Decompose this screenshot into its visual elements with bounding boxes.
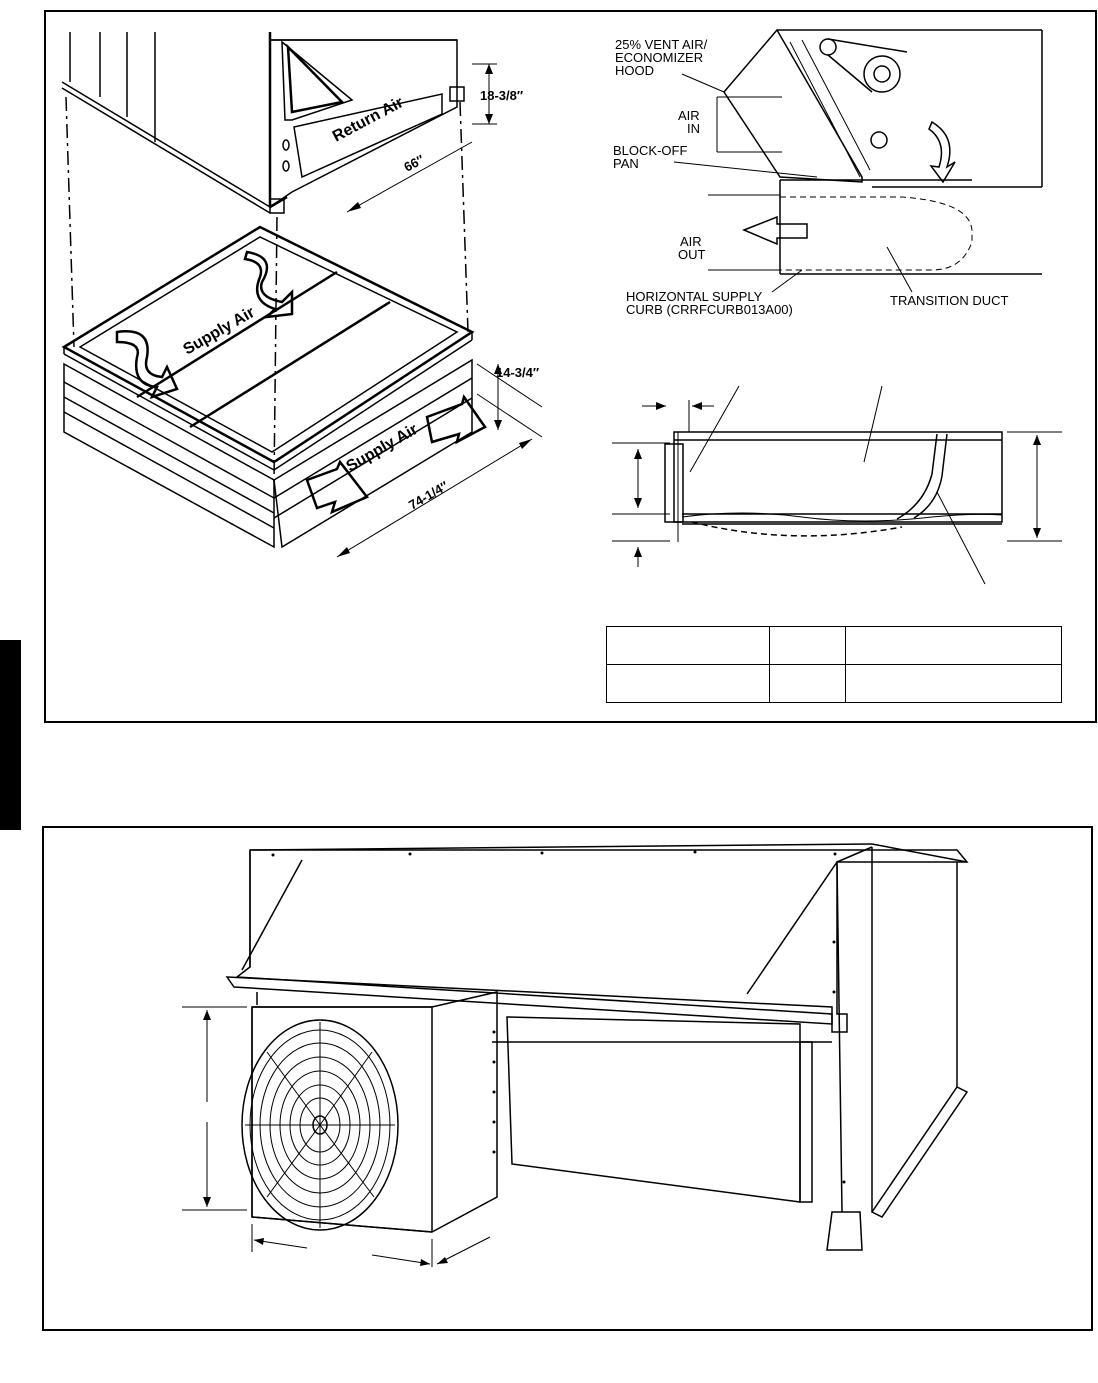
rooftop-unit-drawing: Return Air 18-3/8″ 66″ <box>61 32 523 483</box>
supply-curb-line-2: CURB (CRRFCURB013A00) <box>626 302 793 317</box>
air-in-line-2: IN <box>687 121 700 136</box>
table-cell <box>845 664 1062 703</box>
block-off-pan-label: BLOCK-OFF PAN <box>613 143 691 171</box>
duct-side-section-drawing <box>612 385 1062 585</box>
unit-height-dimension: 18-3/8″ <box>480 88 523 103</box>
table-cell <box>606 664 770 703</box>
table-cell <box>845 626 1062 665</box>
air-out-line-2: OUT <box>678 247 706 262</box>
supply-curb-label: HORIZONTAL SUPPLY CURB (CRRFCURB013A00) <box>626 289 793 317</box>
section-tab-marker <box>0 640 21 830</box>
fastener-dots <box>271 850 846 1184</box>
vent-hood-line-3: HOOD <box>615 63 654 78</box>
curb-diagram-svg: Return Air 18-3/8″ 66″ <box>61 28 1062 585</box>
air-in-label: AIR IN <box>678 108 703 136</box>
vent-hood-line-1: 25% VENT AIR/ <box>615 37 708 52</box>
roof-curb-drawing: Supply Air Supply Air 14-3/4″ 74-1/4″ <box>61 225 543 558</box>
economizer-section-drawing: 25% VENT AIR/ ECONOMIZER HOOD AIR IN BLO… <box>613 28 1043 317</box>
exhaust-fan-figure <box>42 826 1093 1331</box>
vent-hood-line-2: ECONOMIZER <box>615 50 703 65</box>
table-row <box>606 626 1062 665</box>
block-off-line-1: BLOCK-OFF <box>613 143 687 158</box>
unit-width-dimension: 66″ <box>401 152 426 175</box>
spec-table <box>606 626 1062 703</box>
fan-grille-icon <box>241 1019 399 1231</box>
curb-height-dimension: 14-3/4″ <box>496 365 539 380</box>
air-in-line-1: AIR <box>678 108 700 123</box>
air-out-label: AIR OUT <box>678 234 706 262</box>
supply-air-top-label: Supply Air <box>181 304 258 358</box>
exhaust-fan-svg <box>182 843 969 1267</box>
curb-installation-figure: Return Air 18-3/8″ 66″ <box>44 10 1097 723</box>
table-cell <box>769 664 846 703</box>
table-cell <box>606 626 770 665</box>
block-off-line-2: PAN <box>613 156 639 171</box>
table-row <box>606 664 1062 703</box>
table-cell <box>769 626 846 665</box>
transition-duct-label: TRANSITION DUCT <box>890 293 1009 308</box>
air-out-line-1: AIR <box>680 234 702 249</box>
supply-curb-line-1: HORIZONTAL SUPPLY <box>626 289 763 304</box>
vent-hood-label: 25% VENT AIR/ ECONOMIZER HOOD <box>615 37 711 78</box>
curb-length-dimension: 74-1/4″ <box>406 478 451 513</box>
